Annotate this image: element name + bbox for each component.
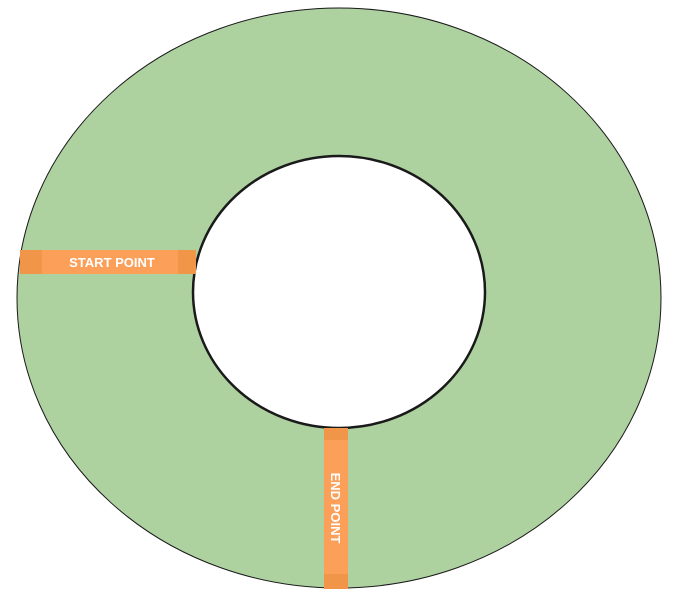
- start-point-label: START POINT: [69, 255, 155, 270]
- end-marker-inner-cap: [324, 428, 348, 440]
- end-point-marker: END POINT: [324, 428, 348, 589]
- end-marker-bar: [324, 440, 348, 574]
- start-point-marker: START POINT: [20, 250, 196, 274]
- inner-hole: [191, 154, 487, 430]
- end-point-label: END POINT: [328, 473, 343, 544]
- start-marker-bar: [42, 250, 178, 274]
- end-marker-outer-cap: [324, 574, 348, 589]
- start-marker-inner-cap: [178, 250, 196, 274]
- start-marker-outer-cap: [20, 250, 42, 274]
